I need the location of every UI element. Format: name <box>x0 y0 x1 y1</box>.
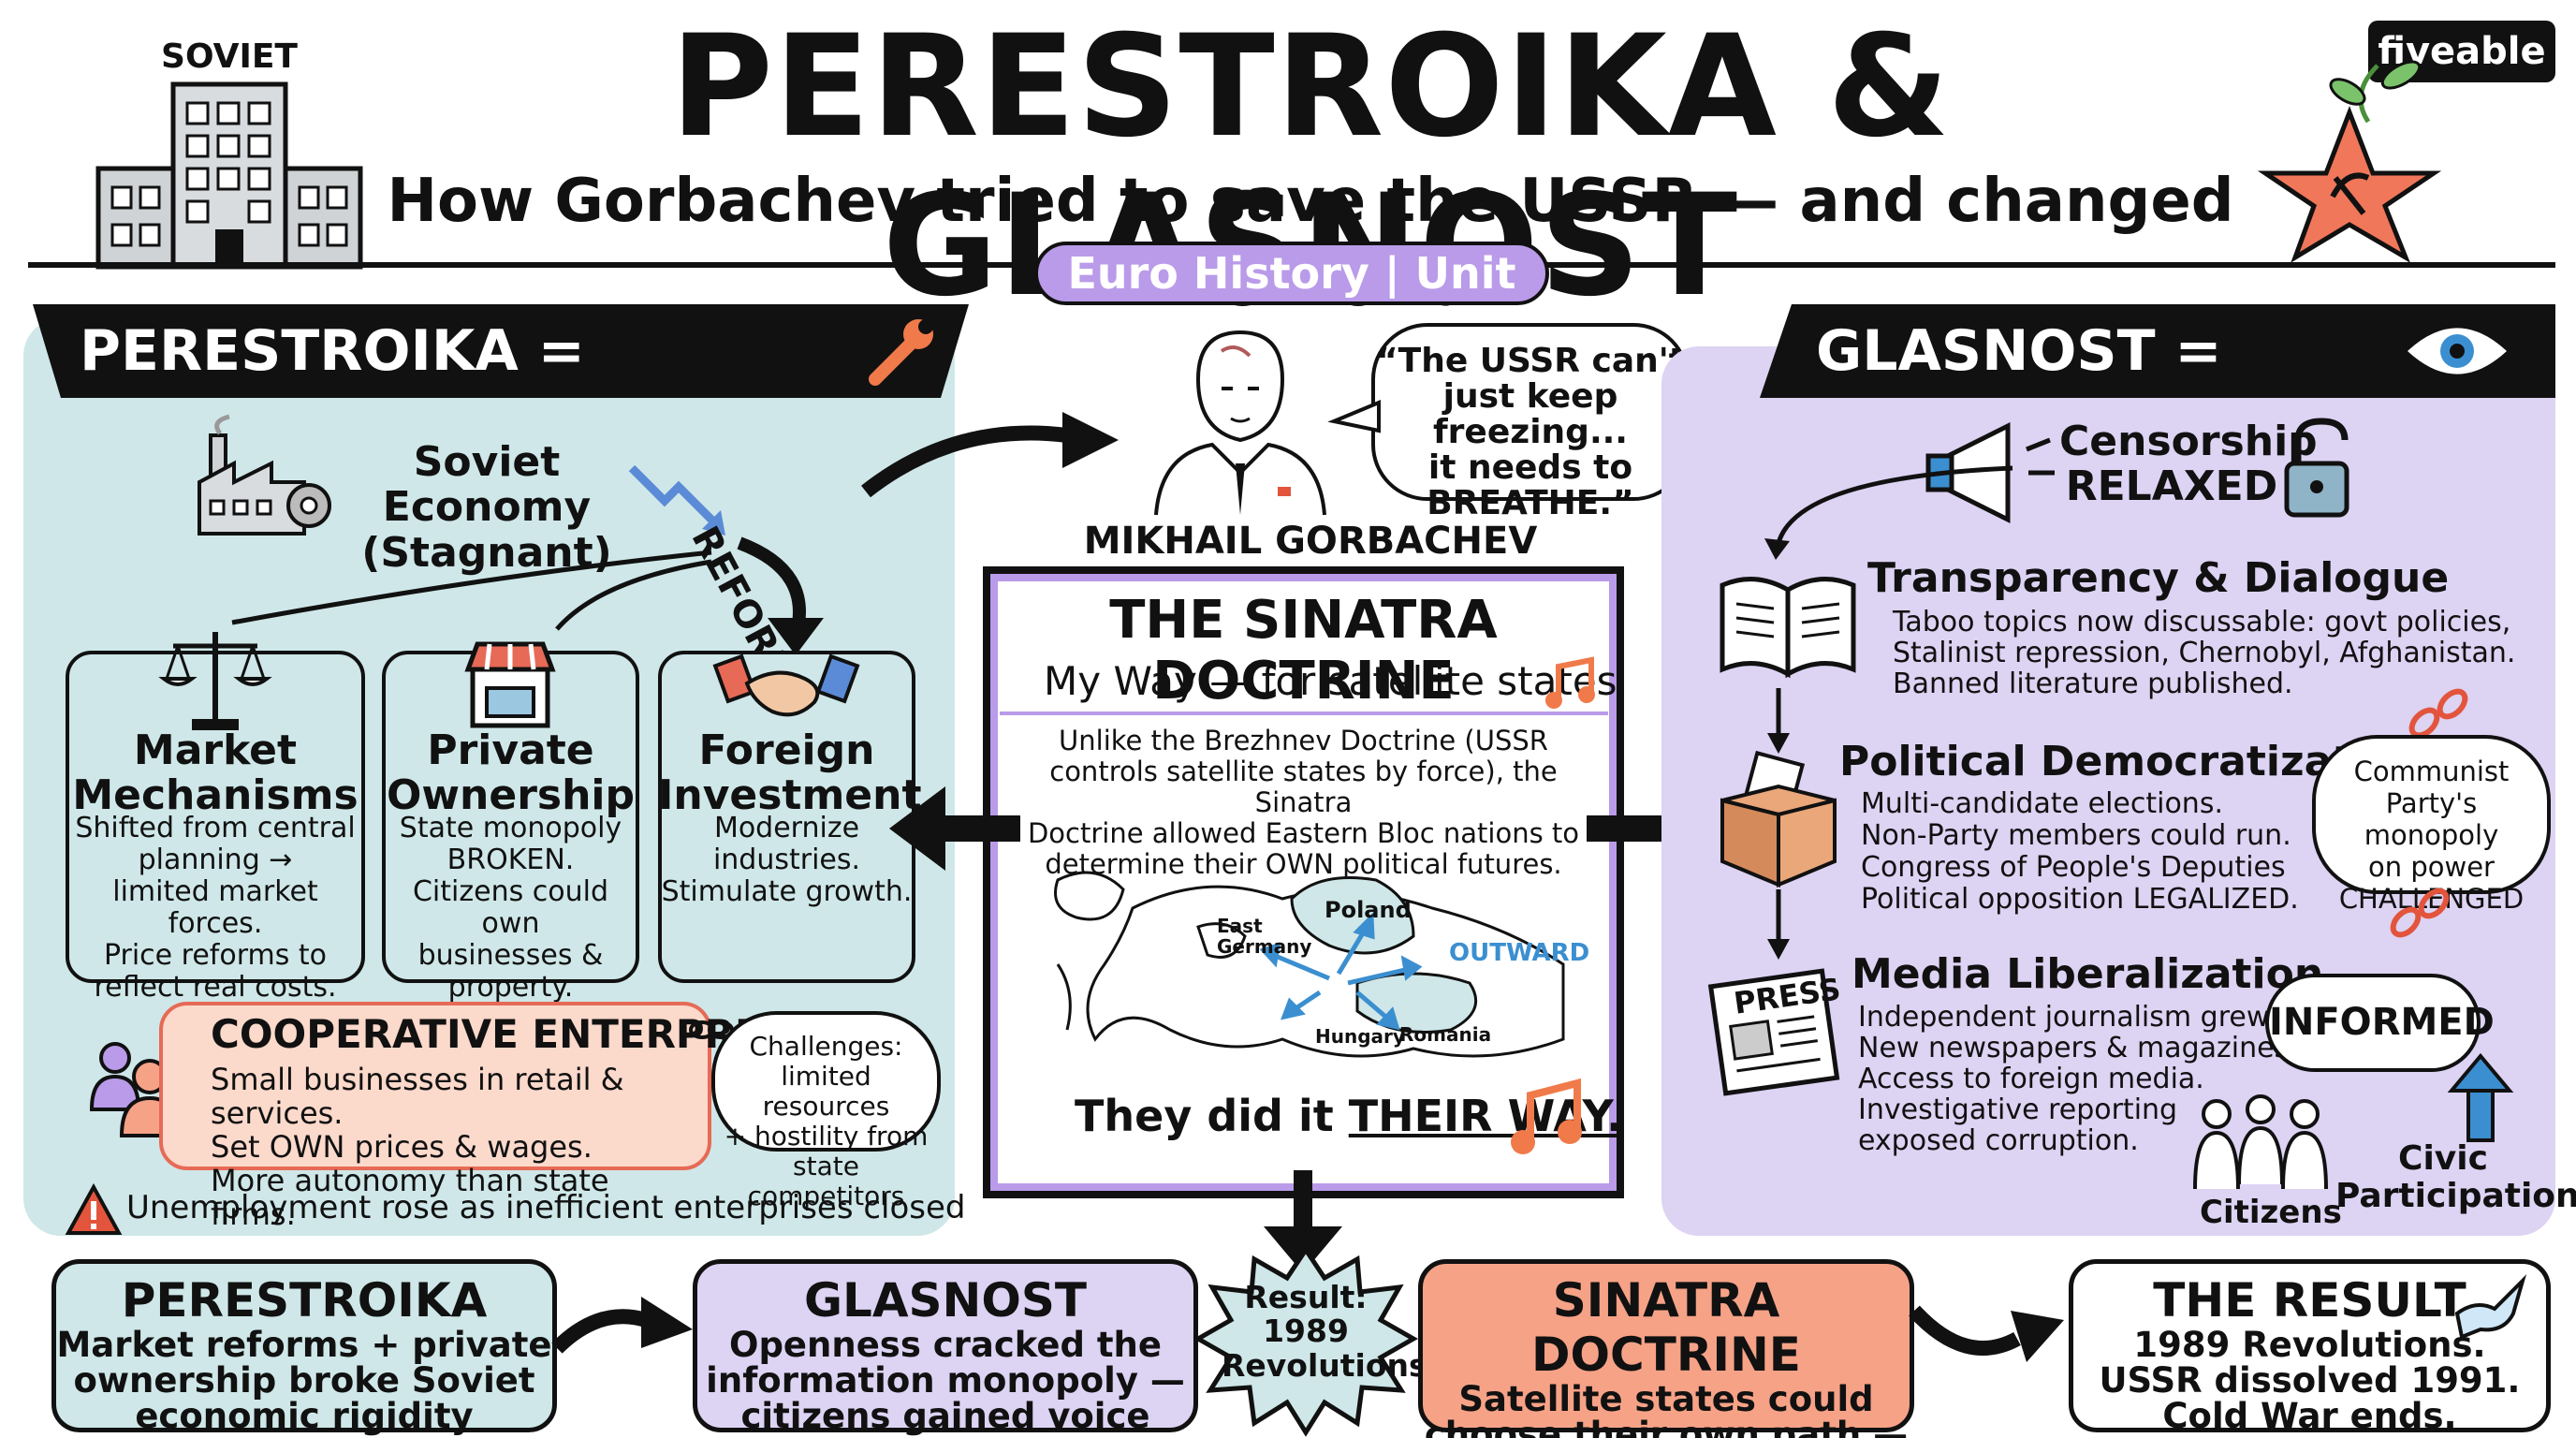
foreign-investment-body: Modernize industries. Stimulate growth. <box>661 812 913 908</box>
summary-sinatra-body: Satellite states could choose their own … <box>1424 1379 1909 1438</box>
broken-chain-bottom-icon <box>2390 888 2450 938</box>
summary-result-title: THE RESULT <box>2153 1273 2466 1328</box>
decline-arrow-icon <box>628 464 725 536</box>
eastern-europe-map <box>1054 871 1565 1058</box>
civic-up-arrow-icon <box>2447 1052 2514 1142</box>
their-way-prefix: They did it <box>1075 1091 1349 1141</box>
market-mechanisms-body: Shifted from central planning → limited … <box>75 812 356 1004</box>
soviet-star-icon <box>2257 60 2442 263</box>
cooperative-box <box>159 1002 711 1170</box>
market-mechanisms-title: Market Mechanisms <box>72 726 359 820</box>
perestroika-banner: PERESTROIKA = RESTRUCTURING <box>33 304 969 398</box>
summary-sinatra: SINATRA DOCTRINE Satellite states could … <box>1418 1259 1914 1438</box>
citizens-label: Citizens <box>2200 1194 2342 1231</box>
gorbachev-portrait <box>1154 330 1326 516</box>
democratization-body: Multi-candidate elections. Non-Party mem… <box>1861 787 2299 916</box>
sinatra-divider <box>1000 712 1608 715</box>
map-label-outward: OUTWARD <box>1449 939 1590 967</box>
map-label-poland: Poland <box>1325 897 1412 923</box>
summary-glasnost-body: Openness cracked the information monopol… <box>706 1325 1185 1436</box>
sinatra-doctrine-body: Unlike the Brezhnev Doctrine (USSR contr… <box>1027 725 1580 880</box>
map-label-hungary: Hungary <box>1315 1025 1405 1048</box>
scales-icon <box>158 632 272 730</box>
map-label-east-germany: East Germany <box>1217 915 1312 958</box>
sinatra-doctrine-title: THE SINATRA DOCTRINE <box>1109 590 1498 712</box>
result-burst <box>1193 1245 1419 1437</box>
citizens-icon <box>2193 1094 2328 1190</box>
music-note-icon <box>1545 656 1595 709</box>
summary-perestroika-title: PERESTROIKA <box>121 1273 488 1328</box>
soviet-building-icon <box>95 81 363 270</box>
unlocked-padlock-icon <box>2284 418 2349 518</box>
cooperative-body: Small businesses in retail & services. S… <box>211 1062 624 1232</box>
dove-icon <box>2454 1274 2527 1340</box>
open-book-icon <box>1720 577 1856 679</box>
newspaper-icon <box>1707 968 1840 1096</box>
perestroika-banner-label: PERESTROIKA = RESTRUCTURING <box>80 318 611 398</box>
storefront-icon <box>464 641 556 728</box>
music-notes-icon <box>1511 1078 1582 1154</box>
summary-glasnost-title: GLASNOST <box>803 1273 1088 1328</box>
summary-result: THE RESULT 1989 Revolutions. USSR dissol… <box>2069 1259 2551 1436</box>
foreign-investment-title: Foreign Investment <box>658 726 922 820</box>
summary-perestroika-body: Market reforms + private ownership broke… <box>56 1325 552 1436</box>
quote-tail <box>1327 400 1381 433</box>
broken-chain-top-icon <box>2408 688 2468 739</box>
private-ownership-body: State monopoly BROKEN. Citizens could ow… <box>399 812 622 1004</box>
sinatra-doctrine-subtitle: My Way — for satellite states <box>1044 658 1617 704</box>
summary-sinatra-title: SINATRA DOCTRINE <box>1531 1273 1801 1382</box>
civic-participation-label: Civic Participation <box>2335 1139 2576 1215</box>
challenges-bubble: Challenges: limited resources + hostilit… <box>711 1011 941 1211</box>
soviet-building-label: SOVIET <box>161 37 298 76</box>
glasnost-banner: GLASNOST = OPENNESS <box>1760 304 2555 398</box>
ballot-box-icon <box>1720 750 1837 888</box>
summary-result-body: 1989 Revolutions. USSR dissolved 1991. C… <box>2099 1325 2521 1436</box>
transparency-body: Taboo topics now discussable: govt polic… <box>1893 606 2516 700</box>
warning-icon <box>65 1182 123 1235</box>
informed-bubble: INFORMED <box>2265 974 2495 1072</box>
unemployment-warning: Unemployment rose as inefficient enterpr… <box>126 1189 966 1226</box>
wrench-icon <box>869 319 933 386</box>
factory-icon <box>198 414 331 536</box>
media-body: Independent journalism grew. New newspap… <box>1858 1001 2298 1157</box>
summary-perestroika: PERESTROIKA Market reforms + private own… <box>51 1259 557 1436</box>
summary-glasnost: GLASNOST Openness cracked the informatio… <box>693 1259 1198 1436</box>
gorbachev-quote: “The USSR can't just keep freezing... it… <box>1371 323 1690 521</box>
glasnost-banner-label: GLASNOST = OPENNESS <box>1816 318 2222 398</box>
map-label-romania: Romania <box>1399 1023 1492 1046</box>
media-title: Media Liberalization <box>1852 950 2324 998</box>
sinatra-doctrine-box <box>983 566 1624 1198</box>
transparency-title: Transparency & Dialogue <box>1867 554 2450 602</box>
eye-icon <box>2408 328 2507 374</box>
gorbachev-name: MIKHAIL GORBACHEV <box>1083 520 1538 563</box>
censorship-label: Censorship RELAXED <box>2059 418 2318 511</box>
private-ownership-title: Private Ownership <box>386 726 635 820</box>
unit-badge: Euro History | Unit 18.2 <box>1034 242 1549 355</box>
handshake-icon <box>712 653 860 717</box>
